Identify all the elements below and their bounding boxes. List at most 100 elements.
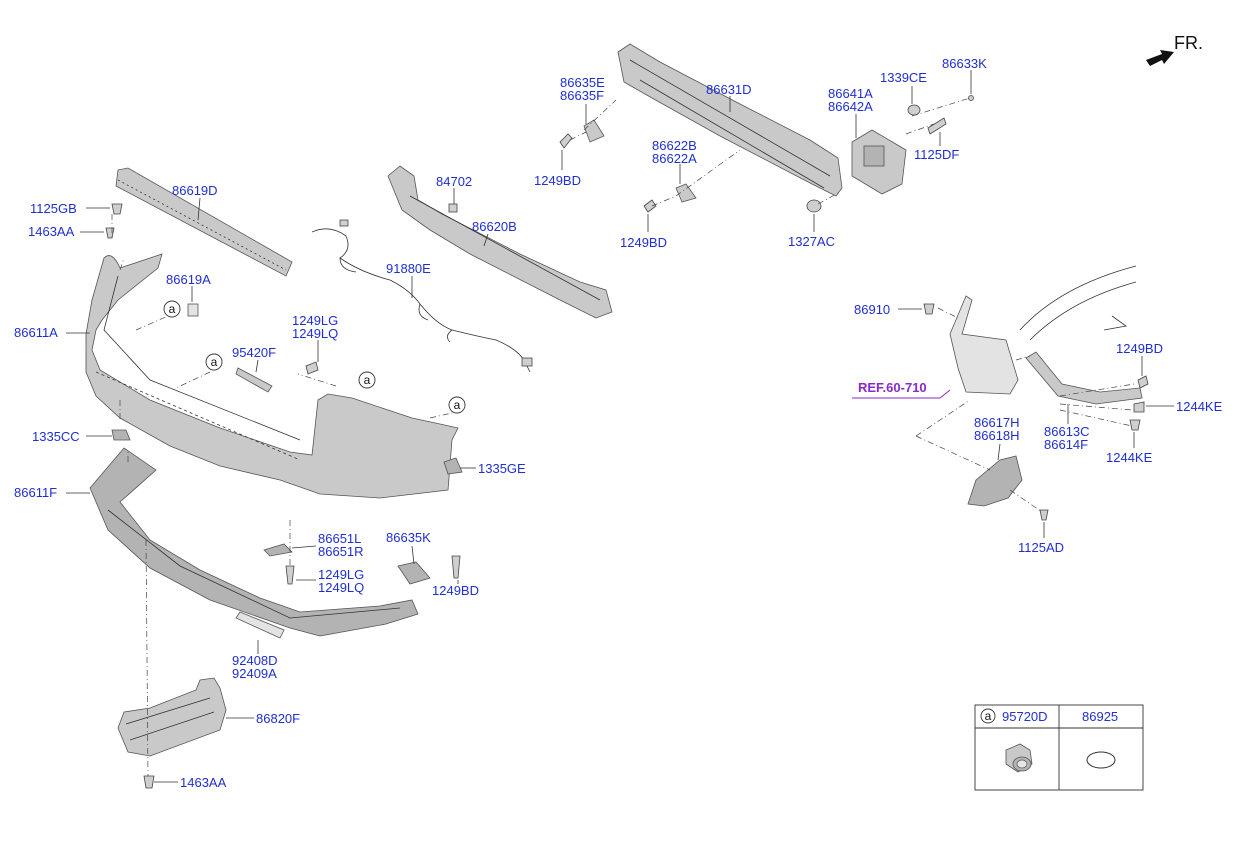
legend-col-2-label[interactable]: 86925 xyxy=(1082,709,1118,724)
legend-marker-a: a xyxy=(980,708,996,724)
quarter-panel-shape xyxy=(949,295,1019,395)
bolt-1125ad-icon xyxy=(1039,509,1049,521)
label-95420F[interactable]: 95420F xyxy=(232,345,276,360)
svg-text:a: a xyxy=(169,302,176,316)
label-86635F[interactable]: 86635F xyxy=(560,88,604,103)
label-86651R[interactable]: 86651R xyxy=(318,544,364,559)
label-86642A[interactable]: 86642A xyxy=(828,99,873,114)
bolt-1249bd-a-icon xyxy=(559,133,573,149)
legend-col-1-label[interactable]: 95720D xyxy=(1002,709,1048,724)
label-92409A[interactable]: 92409A xyxy=(232,666,277,681)
label-1335GE[interactable]: 1335GE xyxy=(478,461,526,476)
svg-text:a: a xyxy=(364,373,371,387)
bolt-1125gb-icon xyxy=(111,203,123,215)
bracket-1335cc-icon xyxy=(111,429,131,441)
label-86631D[interactable]: 86631D xyxy=(706,82,752,97)
bolt-86910-icon xyxy=(923,303,935,315)
label-1463AA-bot[interactable]: 1463AA xyxy=(180,775,227,790)
label-1249BD-mid[interactable]: 1249BD xyxy=(432,583,479,598)
ref-label[interactable]: REF.60-710 xyxy=(858,380,927,395)
bracket-1335ge-icon xyxy=(443,457,463,475)
label-86820F[interactable]: 86820F xyxy=(256,711,300,726)
label-1249LQ-bot[interactable]: 1249LQ xyxy=(318,580,364,595)
label-1335CC[interactable]: 1335CC xyxy=(32,429,80,444)
energy-absorber-shape xyxy=(387,165,613,319)
label-86641A[interactable]: 86641A xyxy=(828,86,873,101)
front-direction: FR. xyxy=(1146,33,1203,66)
label-1125AD[interactable]: 1125AD xyxy=(1018,540,1064,555)
legend-table: a 95720D 86925 xyxy=(974,704,1144,791)
bracket-86613c-shape xyxy=(1025,351,1143,405)
label-86613C[interactable]: 86613C xyxy=(1044,424,1090,439)
label-1339CE[interactable]: 1339CE xyxy=(880,70,927,85)
label-86617H[interactable]: 86617H xyxy=(974,415,1020,430)
label-1249BD-r[interactable]: 1249BD xyxy=(1116,341,1163,356)
front-arrow-icon xyxy=(1146,50,1174,66)
label-86620B[interactable]: 86620B xyxy=(472,219,517,234)
label-86619D[interactable]: 86619D xyxy=(172,183,218,198)
label-86614F[interactable]: 86614F xyxy=(1044,437,1088,452)
bolt-1249bd-b-icon xyxy=(643,199,657,213)
label-91880E[interactable]: 91880E xyxy=(386,261,431,276)
svg-text:a: a xyxy=(454,398,461,412)
label-1244KE-b[interactable]: 1244KE xyxy=(1106,450,1153,465)
bolt-1249lg-bot-icon xyxy=(285,565,295,585)
rear-bumper-cover-shape xyxy=(85,253,459,499)
label-1125DF[interactable]: 1125DF xyxy=(914,147,959,162)
bracket-86651l-icon xyxy=(263,543,293,557)
label-86619A[interactable]: 86619A xyxy=(166,272,211,287)
clip-86635e-shape xyxy=(583,119,605,143)
label-1125GB[interactable]: 1125GB xyxy=(30,201,77,216)
parking-sensor-icon xyxy=(1005,743,1033,773)
step-pad-shape xyxy=(115,167,293,277)
clip-86633k-icon xyxy=(968,95,974,101)
reference-link[interactable]: REF.60-710 xyxy=(852,380,951,399)
bolt-1244ke-a-icon xyxy=(1133,401,1145,413)
label-92408D[interactable]: 92408D xyxy=(232,653,278,668)
label-1244KE-a[interactable]: 1244KE xyxy=(1176,399,1223,414)
bolt-1249lg-top-icon xyxy=(305,361,319,375)
bracket-86635k-icon xyxy=(397,561,431,585)
label-86618H[interactable]: 86618H xyxy=(974,428,1020,443)
label-86910[interactable]: 86910 xyxy=(854,302,890,317)
front-label: FR. xyxy=(1174,33,1203,53)
pad-86619a-icon xyxy=(187,303,199,317)
label-1249BD-b[interactable]: 1249BD xyxy=(620,235,667,250)
callout-a-1: a xyxy=(163,300,181,318)
label-86622A[interactable]: 86622A xyxy=(652,151,697,166)
label-84702[interactable]: 84702 xyxy=(436,174,472,189)
label-86622B[interactable]: 86622B xyxy=(652,138,697,153)
callout-a-4: a xyxy=(448,396,466,414)
label-86635K[interactable]: 86635K xyxy=(386,530,431,545)
callout-a-2: a xyxy=(205,353,223,371)
label-86635E[interactable]: 86635E xyxy=(560,75,605,90)
bolt-1125df-icon xyxy=(927,117,947,135)
undercover-shape xyxy=(117,677,227,757)
label-86651L[interactable]: 86651L xyxy=(318,531,361,546)
reflector-shape xyxy=(235,611,285,639)
label-1249LQ-top[interactable]: 1249LQ xyxy=(292,326,338,341)
label-1327AC[interactable]: 1327AC xyxy=(788,234,835,249)
label-1249LG-bot[interactable]: 1249LG xyxy=(318,567,364,582)
nut-1339ce-icon xyxy=(907,104,921,116)
clip-86622b-shape xyxy=(675,183,697,203)
label-86611A[interactable]: 86611A xyxy=(14,325,58,340)
bolt-1463aa-top-icon xyxy=(105,227,115,239)
bolt-1244ke-b-icon xyxy=(1129,419,1141,431)
nut-1327ac-icon xyxy=(806,199,822,213)
sensor-ring-icon xyxy=(1086,751,1116,769)
lower-garnish-shape xyxy=(89,447,419,637)
bolt-1463aa-bot-icon xyxy=(143,775,155,789)
label-1249LG-top[interactable]: 1249LG xyxy=(292,313,338,328)
label-86611F[interactable]: 86611F xyxy=(14,485,57,500)
svg-text:a: a xyxy=(211,355,218,369)
clip-84702-icon xyxy=(448,203,458,213)
wheel-arch-outline xyxy=(1019,265,1137,341)
label-1249BD-a[interactable]: 1249BD xyxy=(534,173,581,188)
callout-a-3: a xyxy=(358,371,376,389)
label-86633K[interactable]: 86633K xyxy=(942,56,987,71)
svg-text:a: a xyxy=(985,709,992,723)
bumper-beam-shape xyxy=(617,43,843,197)
label-1463AA-top[interactable]: 1463AA xyxy=(28,224,75,239)
